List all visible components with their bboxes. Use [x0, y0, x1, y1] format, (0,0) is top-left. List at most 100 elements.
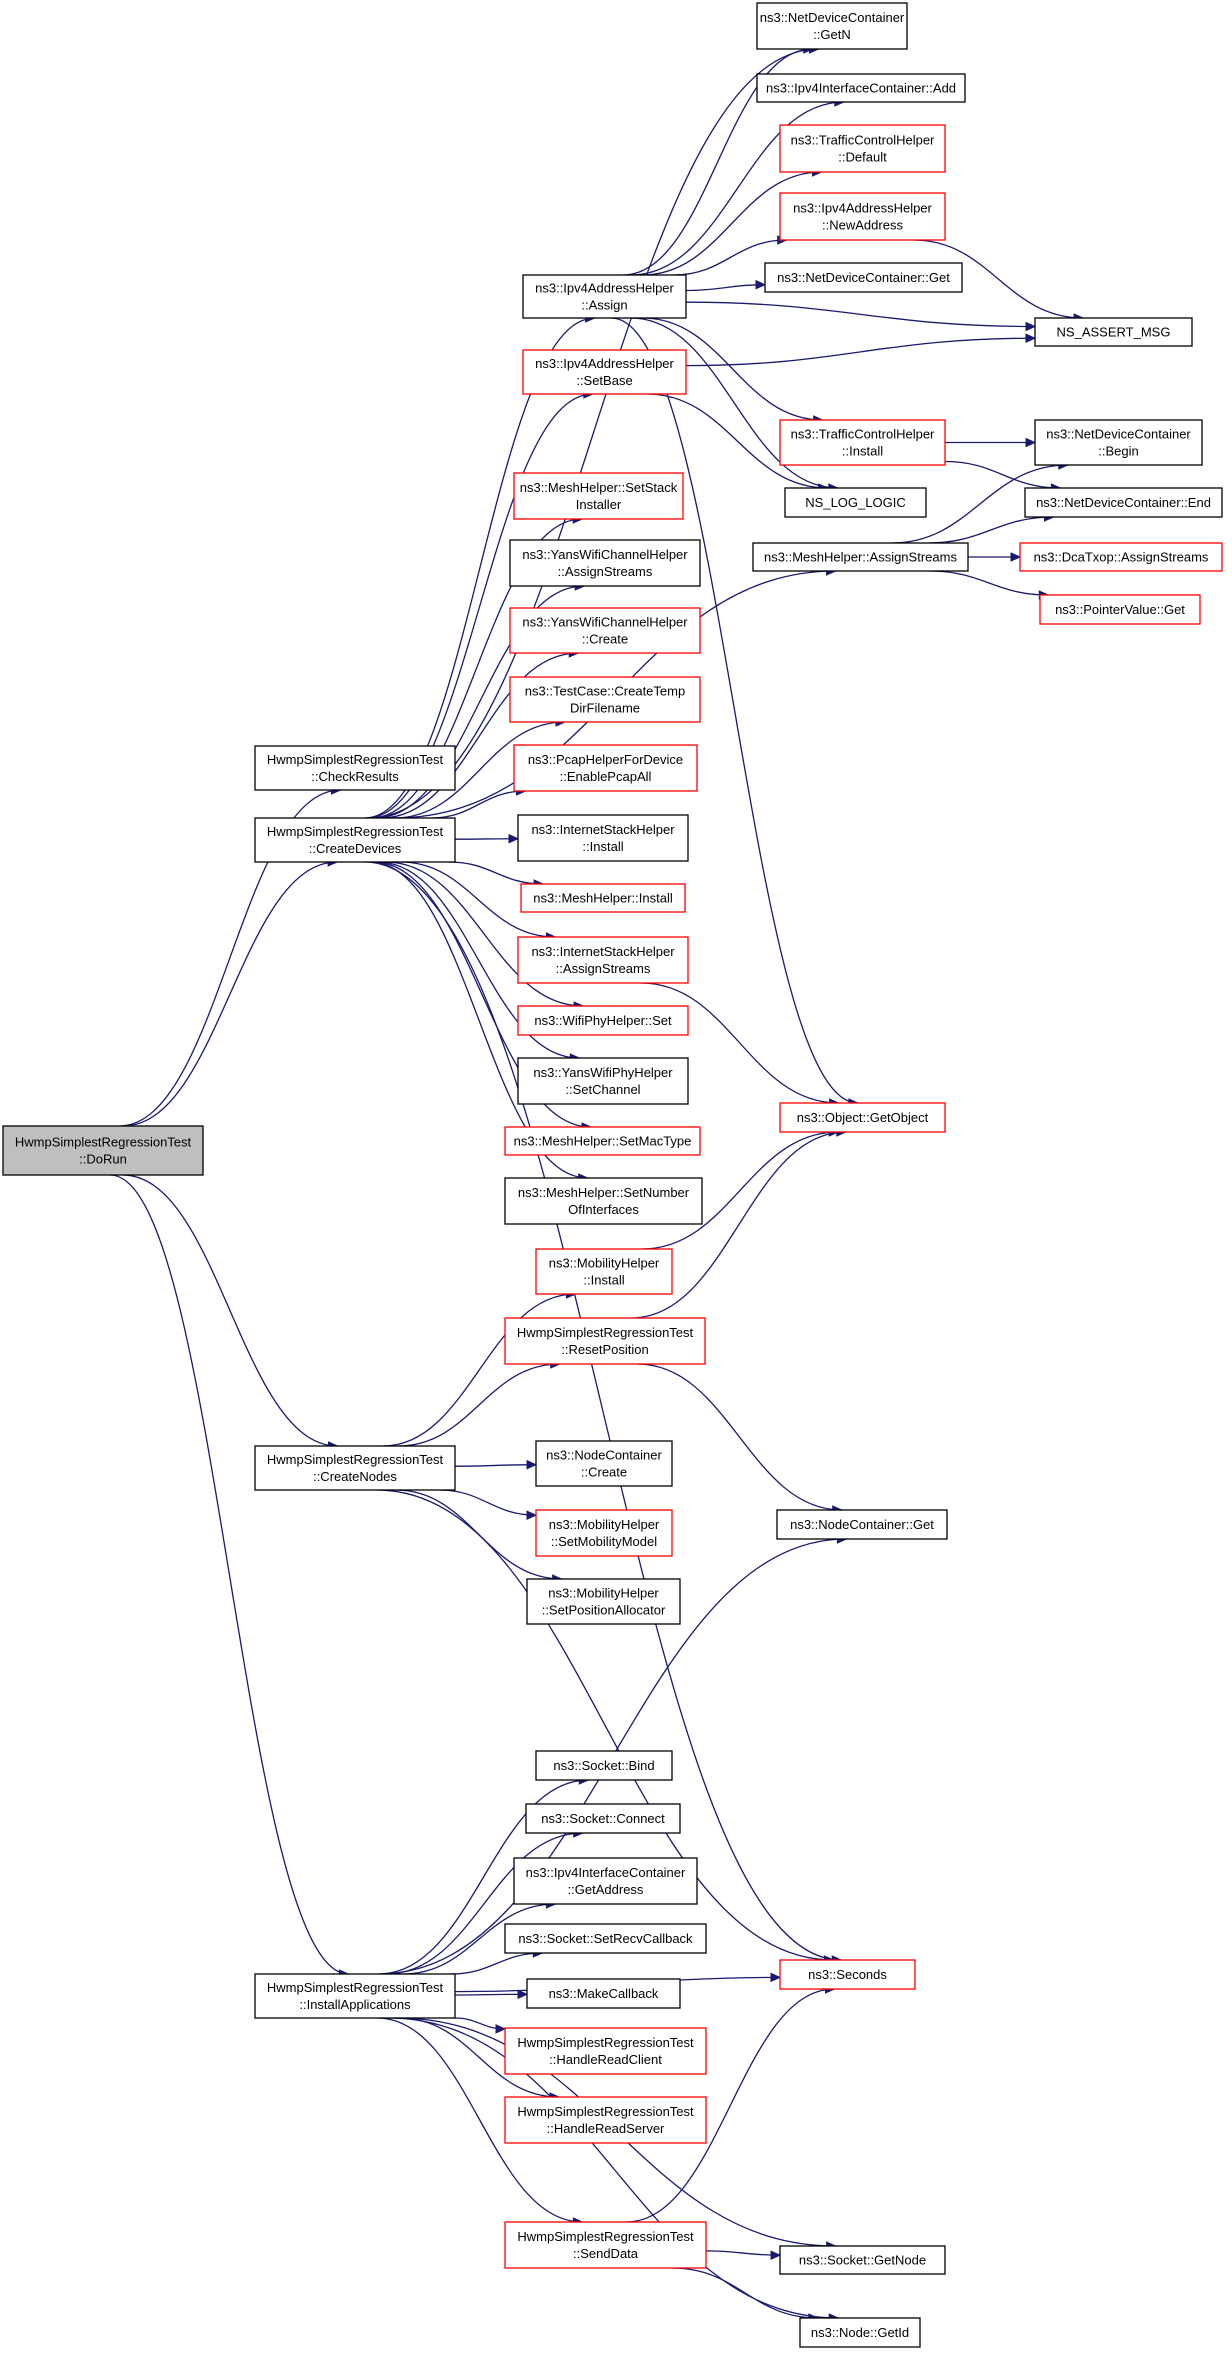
node-box[interactable]	[513, 472, 684, 520]
node-box[interactable]	[522, 349, 687, 395]
node-getobject[interactable]: ns3::Object::GetObject	[779, 1102, 946, 1133]
node-ipv4ah_newaddr[interactable]: ns3::Ipv4AddressHelper::NewAddress	[779, 192, 946, 241]
arrowhead-icon	[526, 1510, 538, 1520]
node-nc_create: ns3::NodeContainer::Create	[535, 1440, 673, 1487]
node-label: Installer	[576, 497, 622, 512]
node-ns_assert: NS_ASSERT_MSG	[1034, 317, 1193, 347]
node-wifiphy_set[interactable]: ns3::WifiPhyHelper::Set	[517, 1005, 689, 1036]
edge-line	[122, 861, 338, 1127]
node-box[interactable]	[509, 676, 701, 723]
node-ndc_get: ns3::NetDeviceContainer::Get	[764, 262, 963, 293]
node-label: ::GetAddress	[568, 1882, 644, 1897]
node-label: NS_LOG_LOGIC	[805, 495, 905, 510]
node-box[interactable]	[504, 2096, 707, 2144]
edge-line	[400, 861, 556, 938]
edge-line	[641, 1131, 839, 1250]
node-nc_get: ns3::NodeContainer::Get	[776, 1509, 948, 1540]
node-mob_setmodel[interactable]: ns3::MobilityHelper::SetMobilityModel	[535, 1509, 673, 1557]
node-box[interactable]	[517, 936, 689, 984]
node-box[interactable]	[1019, 542, 1223, 572]
edge-line	[454, 1993, 528, 1996]
node-box	[535, 1440, 673, 1487]
edge-line	[122, 1174, 338, 1447]
node-mh_install[interactable]: ns3::MeshHelper::Install	[520, 883, 686, 913]
edge-line	[402, 1903, 556, 1975]
edge-line	[685, 337, 1036, 367]
node-box	[254, 1973, 456, 2019]
node-box[interactable]	[504, 1126, 701, 1156]
node-box[interactable]	[535, 1509, 673, 1557]
node-box	[525, 1803, 681, 1834]
edge-tch_install-to-ndc_begin	[944, 437, 1037, 448]
node-box[interactable]	[779, 419, 946, 466]
node-box[interactable]	[517, 1005, 689, 1036]
node-label: ns3::PcapHelperForDevice	[528, 752, 683, 767]
node-mob_install[interactable]: ns3::MobilityHelper::Install	[535, 1248, 673, 1295]
node-tch_default[interactable]: ns3::TrafficControlHelper::Default	[779, 124, 946, 173]
edge-line	[944, 460, 1061, 489]
node-label: ns3::MeshHelper::AssignStreams	[764, 550, 957, 565]
node-label: ::EnablePcapAll	[560, 769, 652, 784]
edge-line	[622, 48, 813, 276]
node-pointer_get[interactable]: ns3::PointerValue::Get	[1039, 594, 1201, 625]
node-createnodes: HwmpSimplestRegressionTest::CreateNodes	[254, 1445, 456, 1491]
node-label: HwmpSimplestRegressionTest	[517, 2229, 694, 2244]
node-readserver[interactable]: HwmpSimplestRegressionTest::HandleReadSe…	[504, 2096, 707, 2144]
node-label: ns3::Ipv4AddressHelper	[793, 201, 932, 216]
node-box	[504, 1923, 707, 1954]
node-ish_install: ns3::InternetStackHelper::Install	[517, 814, 689, 862]
node-box[interactable]	[513, 744, 698, 792]
node-tch_install[interactable]: ns3::TrafficControlHelper::Install	[779, 419, 946, 466]
node-label: ::Install	[583, 1273, 624, 1288]
edge-line	[913, 239, 1084, 319]
edge-mh_assign-to-pointer_get	[929, 570, 1050, 600]
arrowhead-icon	[755, 279, 767, 290]
edge-line	[450, 1952, 543, 1975]
node-mh_assign: ns3::MeshHelper::AssignStreams	[752, 542, 969, 572]
node-box[interactable]	[779, 124, 946, 173]
node-box	[522, 274, 687, 319]
node-label: ns3::Ipv4AddressHelper	[535, 281, 674, 296]
edge-line	[641, 171, 822, 276]
node-mob_setalloc: ns3::MobilityHelper::SetPositionAllocato…	[526, 1578, 681, 1625]
node-box	[1034, 419, 1203, 466]
edge-line	[376, 1489, 834, 1961]
node-box[interactable]	[504, 2221, 707, 2269]
node-box[interactable]	[535, 1248, 673, 1295]
node-label: ns3::Socket::SetRecvCallback	[518, 1931, 693, 1946]
node-seconds[interactable]: ns3::Seconds	[779, 1959, 916, 1990]
node-label: ns3::MeshHelper::SetNumber	[518, 1185, 690, 1200]
node-pcap[interactable]: ns3::PcapHelperForDevice::EnablePcapAll	[513, 744, 698, 792]
node-label: HwmpSimplestRegressionTest	[267, 1452, 444, 1467]
node-box[interactable]	[779, 1102, 946, 1133]
node-ish_assign[interactable]: ns3::InternetStackHelper::AssignStreams	[517, 936, 689, 984]
node-box	[517, 814, 689, 862]
node-mh_setmac[interactable]: ns3::MeshHelper::SetMacType	[504, 1126, 701, 1156]
node-box[interactable]	[520, 883, 686, 913]
node-box	[513, 1857, 698, 1905]
node-label: ::Begin	[1098, 444, 1138, 459]
node-senddata[interactable]: HwmpSimplestRegressionTest::SendData	[504, 2221, 707, 2269]
edge-installapps-to-readclient	[454, 2017, 507, 2034]
node-box[interactable]	[1039, 594, 1201, 625]
node-label: HwmpSimplestRegressionTest	[267, 752, 444, 767]
node-box[interactable]	[509, 607, 701, 654]
node-dcatxop[interactable]: ns3::DcaTxop::AssignStreams	[1019, 542, 1223, 572]
node-label: ::CreateNodes	[313, 1469, 397, 1484]
node-label: HwmpSimplestRegressionTest	[267, 824, 444, 839]
node-resetpos[interactable]: HwmpSimplestRegressionTest::ResetPositio…	[504, 1317, 706, 1365]
node-label: ns3::NodeContainer::Get	[790, 1517, 934, 1532]
node-label: ::GetN	[813, 27, 851, 42]
arrowhead-icon	[526, 1459, 538, 1470]
node-ipv4ah_setbase[interactable]: ns3::Ipv4AddressHelper::SetBase	[522, 349, 687, 395]
node-box[interactable]	[779, 1959, 916, 1990]
node-yanschan_create[interactable]: ns3::YansWifiChannelHelper::Create	[509, 607, 701, 654]
node-box[interactable]	[504, 1317, 706, 1365]
node-box[interactable]	[779, 192, 946, 241]
node-readclient[interactable]: HwmpSimplestRegressionTest::HandleReadCl…	[504, 2027, 707, 2075]
edge-ipv4ah_setbase-to-ns_assert	[685, 333, 1037, 367]
node-box[interactable]	[504, 2027, 707, 2075]
